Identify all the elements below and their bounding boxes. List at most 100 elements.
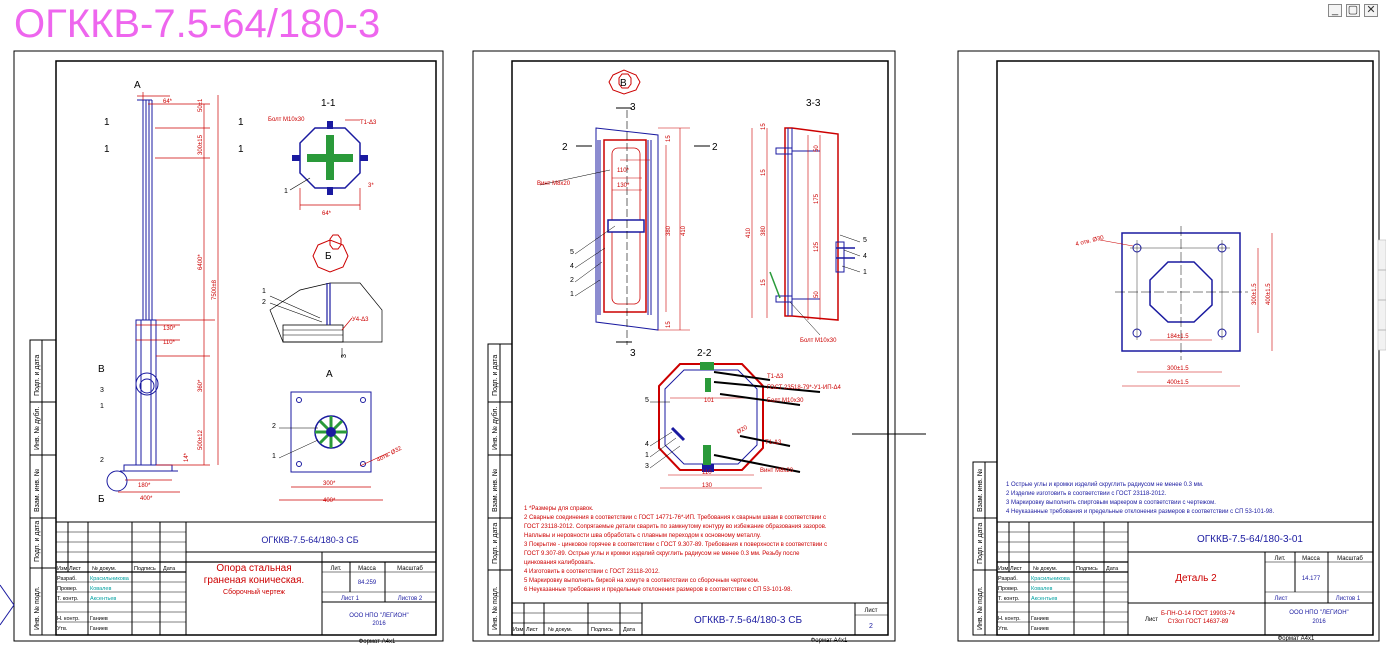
s2-dim-410: 410 bbox=[681, 225, 687, 236]
sheet-2-sheet-no: 2 bbox=[869, 623, 873, 630]
sheet-3-format: Формат А4х1 bbox=[1278, 636, 1315, 642]
s2-dim-15a: 15 bbox=[666, 135, 672, 142]
s2-side-label-5: Инв. № подл. bbox=[492, 586, 499, 630]
sheet-1-name-line-2: граненая коническая. bbox=[204, 575, 304, 586]
sheet-1-org-2: 2016 bbox=[372, 621, 386, 627]
dim-7500: 7500±8 bbox=[212, 279, 218, 300]
view-b-leader-1: 1 bbox=[262, 288, 266, 295]
sec-3-top: 3 bbox=[630, 102, 636, 113]
sheet-1-scale-label: Масштаб bbox=[397, 566, 423, 572]
s3-h-izm: Изм. bbox=[998, 566, 1010, 572]
s2-note-7: цинкования калибровать. bbox=[524, 560, 595, 566]
s22-d20: Ø20 bbox=[736, 425, 749, 436]
s3-dim-184: 184±1.5 bbox=[1167, 334, 1189, 340]
section-3-3-view bbox=[751, 127, 861, 336]
s33-dim-175: 175 bbox=[814, 193, 820, 204]
sheet-1-name-5: Ганиев bbox=[90, 616, 108, 622]
s33-dim-15c: 15 bbox=[761, 123, 767, 130]
restore-icon[interactable]: ▢ bbox=[1346, 4, 1360, 17]
sheet-1-role-2: Провер. bbox=[57, 586, 78, 592]
side-label-2: Инв. № дубл. bbox=[33, 407, 41, 450]
section-1-right-top: 1 bbox=[238, 117, 244, 128]
s3-role-1: Разраб. bbox=[998, 576, 1018, 582]
weld-label-t1: Т1-Δ3 bbox=[360, 120, 377, 126]
s3-material-prefix: Лист bbox=[1145, 617, 1158, 623]
s3-dim-400v: 400±1.5 bbox=[1266, 283, 1272, 305]
sheet-2: Подп. и дата Инв. № дубл. Взам. инв. № П… bbox=[472, 50, 926, 644]
s2-leader-5: 5 bbox=[570, 249, 574, 256]
s22-leader-5: 5 bbox=[645, 397, 649, 404]
sheet-1-name-2: Ковалев bbox=[90, 586, 111, 592]
s3-name-5: Ганиев bbox=[1031, 616, 1049, 622]
sheet-1-h-izm: Изм. bbox=[57, 566, 69, 572]
s22-dim-110: 110 bbox=[702, 470, 712, 476]
sheet-1-name-1: Красильникова bbox=[90, 576, 130, 582]
sheet-1-role-6: Утв. bbox=[57, 626, 68, 632]
sec-33-label: 3-3 bbox=[806, 98, 821, 109]
s3-role-2: Провер. bbox=[998, 586, 1019, 592]
dim-400-a: 400* bbox=[323, 498, 336, 504]
s2-note-6: ГОСТ 9.307-89. Острые углы и кромки изде… bbox=[524, 550, 800, 557]
sheet-3-doc-code: ОГККВ-7.5-64/180-3-01 bbox=[1197, 534, 1303, 545]
s3-h-sign: Подпись bbox=[1076, 566, 1098, 572]
s3-name-2: Ковалев bbox=[1031, 586, 1052, 592]
sheet-2-title-block bbox=[511, 602, 889, 636]
view-v-label-2: В bbox=[620, 78, 627, 89]
s3-dim-400: 400±1.5 bbox=[1167, 380, 1189, 386]
drawing-title: ОГККВ-7.5-64/180-3 bbox=[14, 2, 381, 46]
sheet-1-role-5: Н. контр. bbox=[57, 616, 80, 622]
pole-dim-lines bbox=[118, 92, 219, 493]
dim-500-12: 500±12 bbox=[198, 429, 204, 450]
sheet-1-format: Формат А4х1 bbox=[359, 639, 396, 645]
s2-note-4: Наплывы и неровности шва обработать с пл… bbox=[524, 533, 761, 539]
detail-v-circle bbox=[135, 372, 159, 396]
sheet-1-name-6: Ганиев bbox=[90, 626, 108, 632]
s2-dim-15b: 15 bbox=[666, 321, 672, 328]
s3-h-doc: № докум. bbox=[1033, 566, 1058, 572]
s2-h-list: Лист bbox=[526, 627, 538, 633]
s33-dim-380: 380 bbox=[761, 225, 767, 236]
side-label-4: Подп. и дата bbox=[34, 521, 41, 562]
minimize-icon[interactable]: _ bbox=[1328, 4, 1342, 17]
sheet-2-outer-frame bbox=[472, 50, 896, 642]
side-label-3: Взам. инв. № bbox=[34, 469, 41, 512]
s3-h-list: Лист bbox=[1010, 566, 1022, 572]
view-a-label: А bbox=[326, 369, 333, 380]
s3-side-label-4: Подп. и дата bbox=[977, 523, 984, 564]
s33-leader-5: 5 bbox=[863, 237, 867, 244]
sec-3-bottom: 3 bbox=[630, 348, 636, 359]
s2-note-9: 5 Маркировку выполнить биркой на хомуте … bbox=[524, 577, 760, 584]
s33-dim-15e: 15 bbox=[761, 279, 767, 286]
sheet-3-inner-frame bbox=[996, 60, 1374, 636]
s33-bolt: Болт М10х30 bbox=[800, 338, 837, 344]
s2-side-label-1: Подп. и дата bbox=[492, 355, 499, 396]
s2-h-doc: № докум. bbox=[548, 627, 573, 633]
close-icon[interactable]: ✕ bbox=[1364, 4, 1378, 17]
s2-leader-2: 2 bbox=[570, 277, 574, 284]
s2-dim-110: 110* bbox=[617, 168, 630, 174]
side-label-1: Подп. и дата bbox=[34, 355, 41, 396]
detail-b-circle bbox=[106, 470, 128, 492]
s2-side-label-2: Инв. № дубл. bbox=[491, 407, 499, 450]
section-11-leader-1: 1 bbox=[284, 188, 288, 195]
s33-dim-50b: 50 bbox=[814, 291, 820, 298]
s3-role-5: Н. контр. bbox=[998, 616, 1021, 622]
s3-note-1: 1 Острые углы и кромки изделий скруглить… bbox=[1006, 481, 1204, 488]
leader-1: 1 bbox=[100, 403, 104, 410]
sheet-1-mass: 84.259 bbox=[358, 580, 377, 586]
s3-sheets: Листов 1 bbox=[1336, 596, 1361, 602]
holes-label: 4отв. Ø32 bbox=[376, 445, 403, 463]
sheet-1-doc-code: ОГККВ-7.5-64/180-3 СБ bbox=[261, 535, 358, 545]
s2-note-1: 1 *Размеры для справок. bbox=[524, 506, 594, 512]
section-2-2-view bbox=[649, 362, 821, 489]
section-1-left-top: 1 bbox=[104, 117, 110, 128]
s22-leader-3: 3 bbox=[645, 463, 649, 470]
s3-name-6: Ганиев bbox=[1031, 626, 1049, 632]
view-a-baseplate: А bbox=[278, 369, 391, 501]
view-b-dim-3: 3 bbox=[341, 354, 348, 358]
sheet-1-title-block bbox=[55, 521, 437, 636]
s2-leader-4: 4 bbox=[570, 263, 574, 270]
s2-note-8: 4 Изготовить в соответствии с ГОСТ 23118… bbox=[524, 569, 660, 575]
pole-elevation bbox=[120, 99, 178, 472]
right-edge-palette[interactable] bbox=[1377, 239, 1386, 351]
